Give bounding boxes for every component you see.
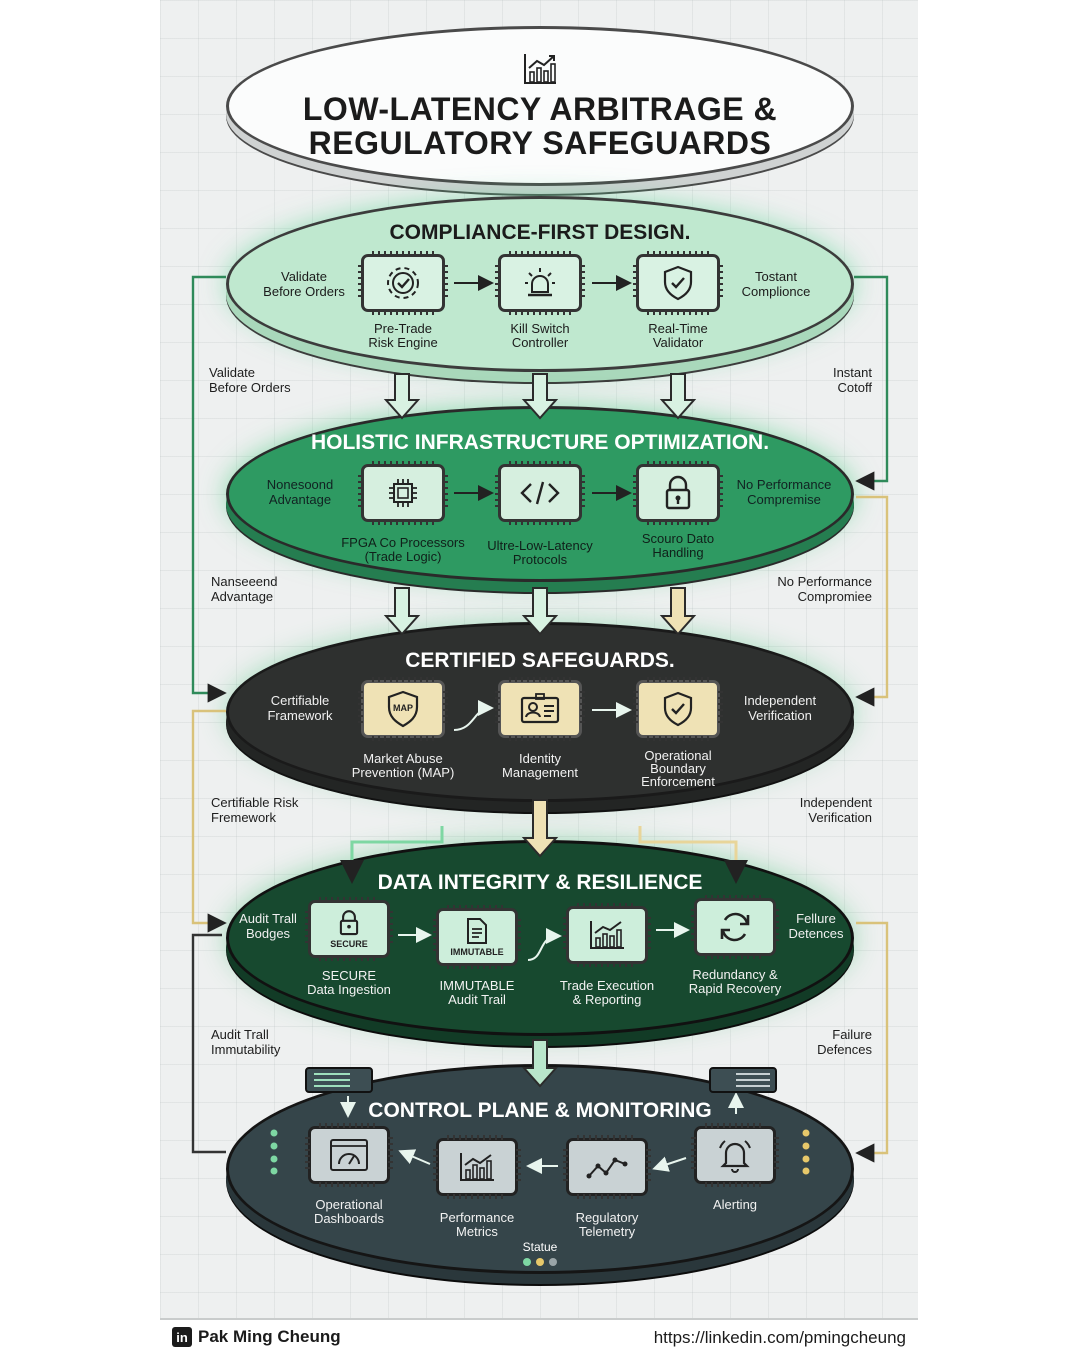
layer-title: COMPLIANCE-FIRST DESIGN. [389, 221, 691, 244]
outer-label-left-2: Nanseeend Advantage [211, 574, 278, 604]
outer-label-left-1: Validate Before Orders [209, 365, 291, 395]
chip-immutable-audit-trail: IMMUTABLE [433, 905, 521, 969]
chip-operational-boundary [633, 677, 723, 741]
title-ellipse: LOW-LATENCY ARBITRAGE & REGULATORY SAFEG… [226, 26, 854, 186]
layer-title: HOLISTIC INFRASTRUCTURE OPTIMIZATION. [310, 431, 770, 454]
chip-market-abuse-prevention: MAP [358, 677, 448, 741]
status-dots [270, 1129, 810, 1266]
bar-chart-icon [460, 1153, 494, 1181]
alarm-light-icon [525, 268, 555, 297]
author: in Pak Ming Cheung [172, 1327, 341, 1347]
map-shield-icon: MAP [387, 690, 419, 728]
id-card-icon [520, 693, 560, 724]
chip-trade-execution-reporting [563, 903, 651, 967]
chip-pre-trade-risk-engine [358, 251, 448, 315]
chip-label: FPGA Co Processors (Trade Logic) [341, 535, 465, 564]
chip-kill-switch-controller [495, 251, 585, 315]
chip-label: Operational Dashboards [313, 1197, 385, 1226]
layer-right-note: Tostant Complionce [741, 269, 811, 299]
code-icon [520, 481, 560, 505]
bell-icon [719, 1140, 751, 1173]
shield-check-icon [663, 265, 693, 301]
chip-regulatory-telemetry [563, 1135, 651, 1199]
layer-left-note: Validate Before Orders [263, 269, 345, 299]
chip-identity-management [495, 677, 585, 741]
chip-label: Redundancy & Rapid Recovery [688, 967, 782, 996]
secure-badge: SECURE [330, 939, 368, 949]
layer-title: DATA INTEGRITY & RESILIENCE [377, 871, 703, 894]
layer-right-note: Independent Verification [743, 693, 817, 723]
line-dots-icon [586, 1157, 628, 1179]
outer-label-right-2: No Performance Compromiee [777, 574, 872, 604]
layer-right-note: Fellure Detences [788, 911, 844, 941]
gear-check-icon [387, 267, 419, 299]
immutable-badge: IMMUTABLE [450, 947, 504, 957]
refresh-icon [720, 912, 750, 942]
outer-label-right-1: Instant Cotoff [832, 365, 872, 395]
chip-label: IMMUTABLE Audit Trail [439, 978, 515, 1007]
author-name: Pak Ming Cheung [198, 1327, 341, 1346]
chip-label: SECURE Data Ingestion [307, 968, 391, 997]
chip-label: Kill Switch Controller [510, 321, 570, 350]
chip-label: Identity Management [502, 751, 578, 780]
chip-label: Regulatory Telemetry [575, 1210, 639, 1239]
chip-label: Performance Metrics [439, 1210, 515, 1239]
chip-performance-metrics [433, 1135, 521, 1199]
linkedin-icon: in [172, 1327, 192, 1347]
layer-left-note: Audit Trall Bodges [239, 911, 297, 941]
chip-ultra-low-latency [495, 461, 585, 525]
gauge-icon [330, 1139, 368, 1171]
outer-label-right-4: Failure Defences [817, 1027, 872, 1057]
svg-text:MAP: MAP [393, 703, 413, 713]
shield-check-icon [663, 691, 693, 727]
layer-title: CONTROL PLANE & MONITORING [368, 1099, 712, 1122]
chart-up-icon [590, 921, 624, 949]
outer-label-left-4: Audit Trall Immutability [211, 1027, 281, 1057]
chip-label: Scouro Dato Handling [641, 531, 715, 560]
chip-real-time-validator [633, 251, 723, 315]
lock-icon [665, 475, 691, 510]
outer-label-right-3: Independent Verification [799, 795, 872, 825]
chip-label: Trade Execution & Reporting [559, 978, 655, 1007]
chip-redundancy-recovery [691, 895, 779, 959]
chip-alerting [691, 1123, 779, 1187]
title-line-1: LOW-LATENCY ARBITRAGE & [302, 91, 778, 127]
title-line-2: REGULATORY SAFEGUARDS [308, 125, 772, 161]
chip-label: Ultre-Low-Latency Protocols [487, 538, 593, 567]
document-icon [467, 918, 487, 944]
chip-operational-dashboards [305, 1123, 393, 1187]
outer-label-left-3: Certifiable Risk Fremework [211, 795, 299, 825]
cpu-icon [389, 479, 417, 507]
chip-label: Operational Boundary Enforcement [641, 748, 715, 789]
chip-fpga-co-processors [358, 461, 448, 525]
chart-icon [524, 54, 556, 84]
server-widgets [305, 1067, 777, 1093]
layer-left-note: Nonesoond Advantage [266, 477, 334, 507]
connector-overlay [191, 275, 889, 1266]
chip-secure-data-handling [633, 461, 723, 525]
chip-label: Alerting [712, 1197, 758, 1212]
chip-label: Market Abuse Prevention (MAP) [351, 751, 455, 780]
chip-secure-data-ingestion: SECURE [305, 897, 393, 961]
layer-right-note: No Performance Compremise [736, 477, 832, 507]
profile-url[interactable]: https://linkedin.com/pmingcheung [653, 1328, 906, 1347]
lock-icon [339, 910, 359, 936]
layer-left-note: Certifiable Framework [267, 693, 333, 723]
chip-label: Pre-Trade Risk Engine [368, 321, 438, 350]
status-label: Statue [522, 1240, 558, 1254]
footer: in Pak Ming Cheung https://linkedin.com/… [160, 1318, 918, 1352]
layer-title: CERTIFIED SAFEGUARDS. [405, 649, 675, 672]
chip-label: Real-Time Validator [648, 321, 708, 350]
